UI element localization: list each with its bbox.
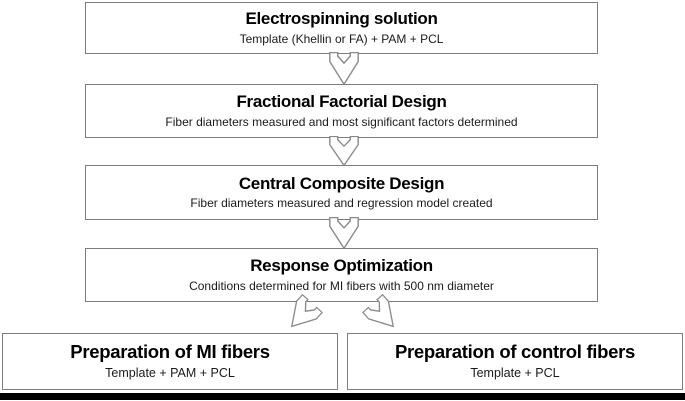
box-title: Preparation of MI fibers: [70, 340, 270, 362]
down-left-arrow-icon: [281, 293, 324, 337]
box-subtitle: Template + PAM + PCL: [105, 366, 235, 381]
box-subtitle: Fiber diameters measured and most signif…: [165, 114, 518, 129]
box-subtitle: Conditions determined for MI fibers with…: [189, 278, 494, 293]
box-title: Preparation of control fibers: [394, 340, 636, 362]
step-box-electrospinning-solution: Electrospinning solution Template (Khell…: [85, 2, 598, 54]
box-subtitle: Template + PCL: [470, 366, 560, 381]
box-title: Electrospinning solution: [245, 9, 438, 29]
step-box-central-composite-design: Central Composite Design Fiber diameters…: [85, 165, 598, 220]
down-right-arrow-icon: [361, 293, 404, 337]
down-arrow-icon: [329, 217, 359, 249]
step-box-response-optimization: Response Optimization Conditions determi…: [85, 248, 598, 302]
box-title: Response Optimization: [250, 256, 433, 276]
box-title: Fractional Factorial Design: [236, 92, 447, 112]
down-arrow-icon: [329, 136, 359, 166]
box-subtitle: Fiber diameters measured and regression …: [190, 196, 493, 211]
down-arrow-icon: [329, 52, 359, 85]
box-title: Central Composite Design: [238, 173, 445, 193]
branch-box-control-fibers: Preparation of control fibers Template +…: [347, 333, 683, 390]
branch-box-mi-fibers: Preparation of MI fibers Template + PAM …: [2, 333, 338, 390]
figure-footer-bar: [0, 393, 685, 400]
box-subtitle: Template (Khellin or FA) + PAM + PCL: [239, 31, 444, 46]
step-box-fractional-factorial-design: Fractional Factorial Design Fiber diamet…: [85, 84, 598, 138]
